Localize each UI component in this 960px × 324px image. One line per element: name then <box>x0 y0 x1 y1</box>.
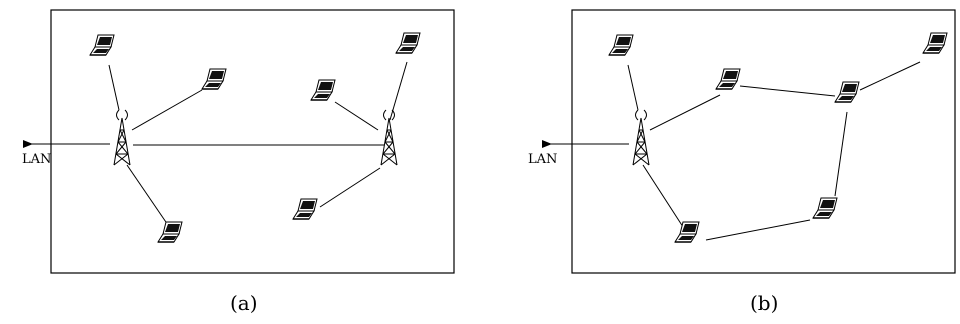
laptop-icon <box>812 197 838 219</box>
laptop-icon <box>834 81 860 103</box>
laptop-icon <box>674 221 700 243</box>
antenna-tower-icon <box>113 109 131 166</box>
link <box>642 164 686 231</box>
panel-a-links <box>108 61 408 229</box>
link <box>627 64 639 111</box>
panel-caption: (b) <box>750 291 778 315</box>
link <box>108 64 120 111</box>
laptop-icon <box>201 68 227 90</box>
antenna-tower-icon <box>632 109 650 166</box>
lan-label: LAN <box>22 152 51 167</box>
link <box>334 101 379 131</box>
laptop-icon <box>608 34 634 56</box>
lan-label: LAN <box>528 152 557 167</box>
link <box>131 89 203 131</box>
panel-a: LAN (a) <box>22 9 455 315</box>
link <box>705 219 811 241</box>
antenna-tower-icon <box>380 109 398 166</box>
laptop-icon <box>292 198 318 220</box>
panel-b-links <box>627 61 921 241</box>
laptop-icon <box>157 221 183 243</box>
laptop-icon <box>395 32 421 54</box>
laptop-icon <box>715 68 741 90</box>
link <box>126 164 171 229</box>
panel-a-frame <box>50 9 455 274</box>
laptop-icon <box>89 34 115 56</box>
link <box>859 61 921 91</box>
panel-caption: (a) <box>230 291 258 315</box>
panel-b: LAN (b) <box>528 9 956 315</box>
link <box>834 111 848 197</box>
laptop-icon <box>922 32 948 54</box>
panel-b-frame <box>571 9 956 274</box>
link <box>319 167 381 208</box>
laptop-icon <box>310 79 336 101</box>
link <box>739 85 836 97</box>
link <box>649 94 721 131</box>
